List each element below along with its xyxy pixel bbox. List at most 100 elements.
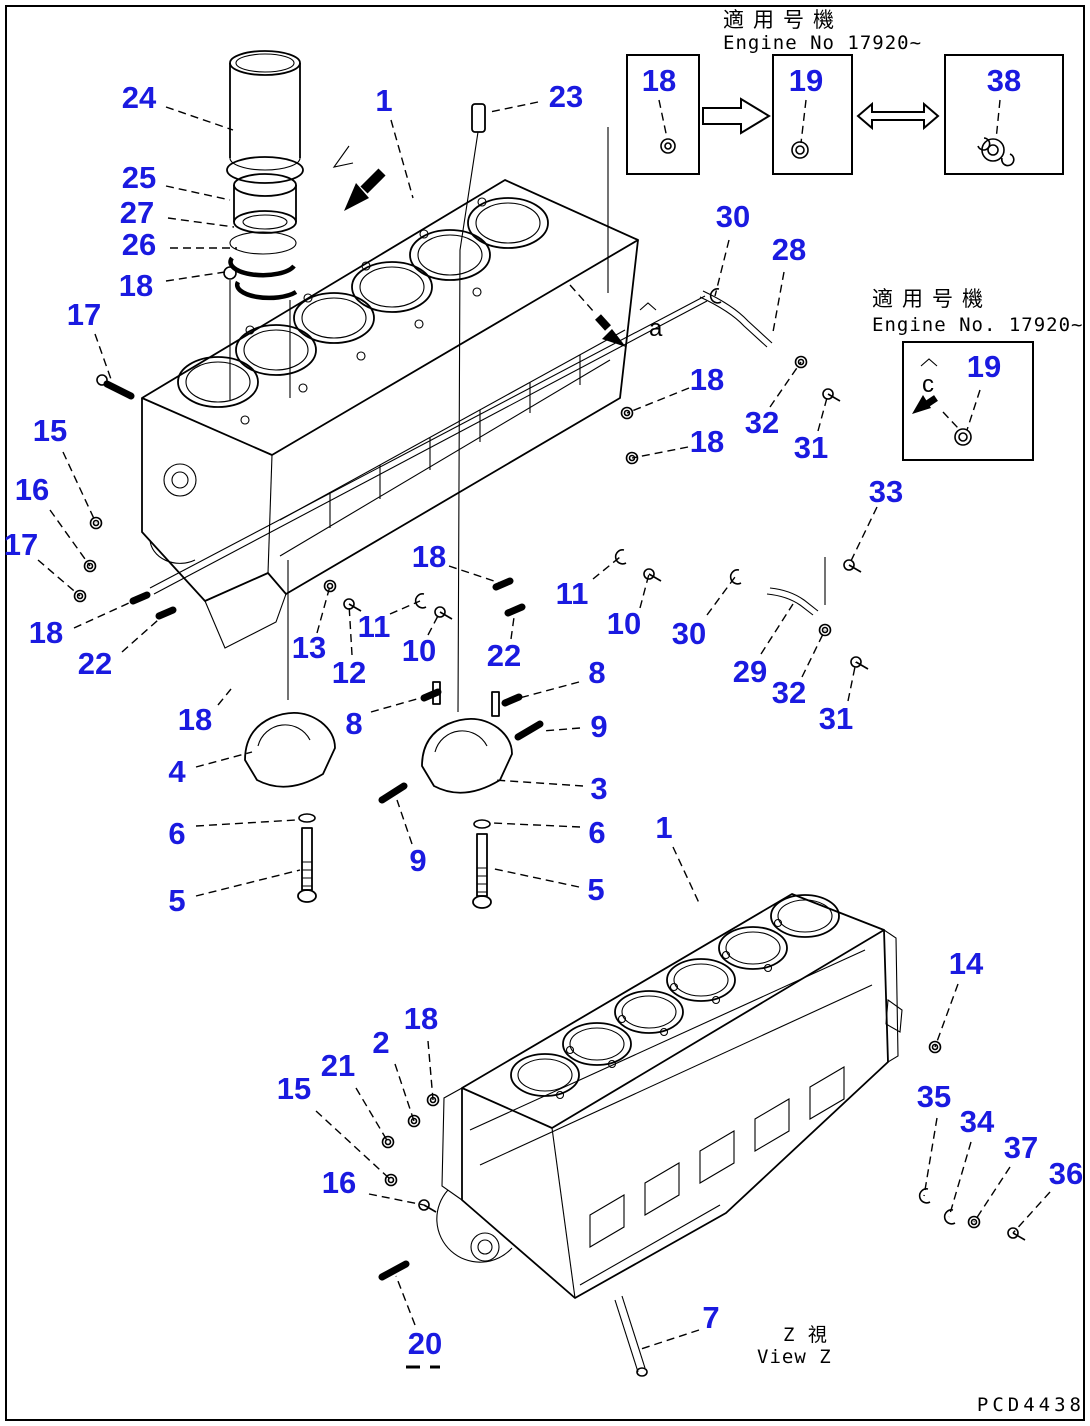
leader-line-18 bbox=[448, 565, 504, 585]
callout-19-midbox: 19 bbox=[967, 349, 1001, 384]
pin-part bbox=[501, 693, 523, 707]
clamp-part bbox=[729, 569, 742, 585]
washer-part-inner bbox=[76, 592, 84, 600]
leader-line-2 bbox=[394, 1063, 415, 1122]
callout-10: 10 bbox=[402, 633, 436, 668]
leader-line-5 bbox=[489, 867, 580, 888]
page-border bbox=[5, 5, 1085, 1421]
leader-line-4 bbox=[195, 751, 253, 768]
cylinder-liner-and-rings bbox=[223, 50, 304, 400]
leader-line-31 bbox=[847, 661, 857, 702]
washer-part-inner bbox=[384, 1138, 392, 1146]
leader-line-18 bbox=[427, 1040, 434, 1101]
compat-mid-title-jp: 適用号機 bbox=[872, 288, 992, 311]
leader-line-13 bbox=[316, 585, 331, 634]
footer: Z 視 View Z PCD4438 bbox=[757, 1324, 1081, 1416]
dowel-pin-23 bbox=[287, 103, 486, 713]
callout-22: 22 bbox=[487, 638, 521, 673]
leader-line-5 bbox=[195, 869, 301, 897]
clamp-part bbox=[709, 288, 722, 304]
callout-34: 34 bbox=[960, 1104, 995, 1139]
leader-line-21 bbox=[355, 1087, 389, 1143]
compat-top-title-jp: 適用号機 bbox=[723, 9, 843, 32]
washer-part bbox=[323, 579, 337, 593]
callout-31: 31 bbox=[794, 430, 828, 465]
leader-line-25 bbox=[165, 185, 231, 201]
callout-24: 24 bbox=[122, 80, 157, 115]
callout-8: 8 bbox=[345, 706, 362, 741]
washer-part-inner bbox=[410, 1117, 418, 1125]
leader-line-6 bbox=[195, 819, 297, 827]
leader-line-28 bbox=[772, 271, 785, 333]
cap-bolt-left bbox=[297, 813, 317, 903]
leader-line-30 bbox=[706, 576, 736, 616]
washer-part bbox=[384, 1173, 398, 1187]
pin-20-part bbox=[378, 1260, 410, 1281]
washer-part-inner bbox=[92, 519, 100, 527]
callout-21: 21 bbox=[321, 1048, 355, 1083]
leader-line-18 bbox=[217, 688, 232, 706]
callout-1: 1 bbox=[375, 83, 392, 118]
bolt-part bbox=[843, 559, 855, 571]
leader-line-31 bbox=[817, 393, 829, 432]
callout-31: 31 bbox=[819, 701, 853, 736]
arrow-right-icon bbox=[702, 97, 771, 135]
plug-part-box18 bbox=[660, 138, 676, 154]
washer-part bbox=[89, 516, 103, 530]
washer-part bbox=[426, 1093, 440, 1107]
callout-2: 2 bbox=[372, 1025, 389, 1060]
cup-plug-part bbox=[223, 266, 237, 280]
leader-line-7 bbox=[640, 1329, 700, 1350]
leader-line-15 bbox=[315, 1110, 392, 1181]
washer-part-inner bbox=[429, 1096, 437, 1104]
leader-line-17 bbox=[37, 559, 81, 597]
callout-10: 10 bbox=[607, 606, 641, 641]
leader-line-11 bbox=[389, 600, 421, 615]
pin-9-right bbox=[514, 720, 544, 741]
callout-18: 18 bbox=[29, 615, 63, 650]
view-note-en: View Z bbox=[757, 1346, 832, 1368]
washer-part-inner bbox=[970, 1218, 978, 1226]
callout-1: 1 bbox=[655, 810, 672, 845]
view-arrow-z-icon bbox=[360, 168, 386, 194]
clamp-part bbox=[918, 1188, 931, 1204]
callout-11: 11 bbox=[556, 576, 589, 611]
washer-part bbox=[967, 1215, 981, 1229]
leader-line-33 bbox=[848, 506, 878, 566]
washer-part-inner bbox=[326, 582, 334, 590]
plug-part-box19 bbox=[791, 141, 809, 159]
washer-part bbox=[794, 355, 808, 369]
callout-36: 36 bbox=[1049, 1156, 1083, 1191]
leader-line-35 bbox=[923, 1117, 938, 1197]
callout-37: 37 bbox=[1004, 1130, 1038, 1165]
washer-part-inner bbox=[628, 454, 636, 462]
leader-line-10 bbox=[427, 611, 441, 636]
oil-level-rod-and-pin bbox=[378, 1260, 648, 1377]
applicability-box-19 bbox=[902, 341, 1034, 461]
leader-line-32 bbox=[801, 629, 826, 678]
bolt-part bbox=[643, 568, 655, 580]
leader-line-32 bbox=[769, 361, 802, 408]
bolt-shaft bbox=[348, 603, 362, 612]
bolt-shaft bbox=[827, 393, 841, 402]
compat-section-top: 適用号機 Engine No 17920~ 18 19 38 bbox=[626, 9, 1064, 175]
view-arrow-a: a bbox=[569, 127, 663, 347]
callout-18: 18 bbox=[690, 424, 724, 459]
view-letter-a: a bbox=[649, 315, 663, 342]
callout-30: 30 bbox=[672, 616, 706, 651]
bolt-shaft bbox=[423, 1204, 437, 1213]
callout-15: 15 bbox=[277, 1071, 311, 1106]
callout-17: 17 bbox=[4, 527, 38, 562]
cap-bolt-right bbox=[472, 819, 492, 909]
callout-9: 9 bbox=[409, 843, 426, 878]
view-note-jp: Z 視 bbox=[783, 1324, 828, 1346]
callout-23: 23 bbox=[549, 79, 583, 114]
washer-part bbox=[625, 451, 639, 465]
leader-line-27 bbox=[167, 217, 235, 228]
callout-15: 15 bbox=[33, 413, 67, 448]
bolt-17-part bbox=[103, 380, 135, 400]
leader-line-1 bbox=[390, 119, 414, 199]
bolt-shaft bbox=[439, 611, 453, 620]
